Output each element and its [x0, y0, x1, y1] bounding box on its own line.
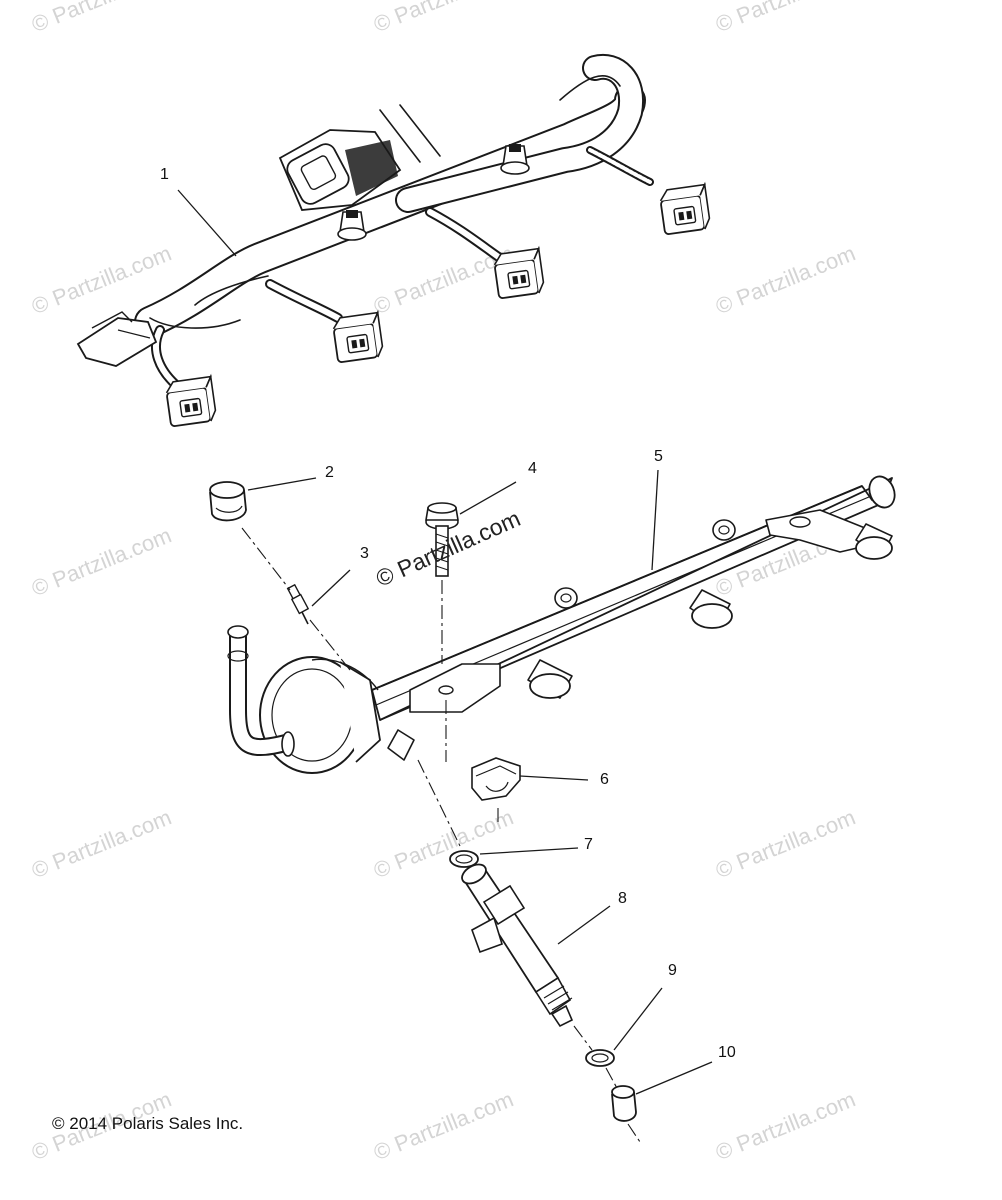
cap	[209, 481, 247, 522]
callout-6: 6	[600, 771, 609, 788]
callout-7: 7	[584, 836, 593, 853]
harness-clip	[500, 143, 530, 175]
fuel-injector	[461, 863, 574, 1028]
harness-end-connector	[76, 311, 158, 367]
injector-plug	[658, 183, 712, 236]
valve	[286, 583, 310, 625]
harness-clip	[337, 209, 367, 241]
callout-5: 5	[654, 448, 663, 465]
callout-9: 9	[668, 962, 677, 979]
o-ring-lower	[585, 1049, 615, 1067]
fuel-rail	[227, 475, 896, 774]
wiring-harness	[134, 53, 654, 389]
callout-2: 2	[325, 464, 334, 481]
callout-10: 10	[718, 1044, 736, 1061]
seal	[611, 1085, 637, 1122]
callout-8: 8	[618, 890, 627, 907]
assembly-center-lines	[241, 527, 641, 1143]
injector-plug	[492, 247, 546, 300]
o-ring-upper	[449, 850, 479, 868]
retaining-clip	[471, 757, 521, 801]
callout-4: 4	[528, 460, 537, 477]
bolt	[425, 502, 459, 577]
copyright-notice: © 2014 Polaris Sales Inc.	[52, 1114, 244, 1133]
harness-main-connector	[278, 129, 402, 211]
callout-1: 1	[160, 166, 169, 183]
callout-3: 3	[360, 545, 369, 562]
injector-plug	[331, 311, 385, 364]
injector-plug	[164, 375, 218, 428]
leader-lines	[177, 189, 713, 1095]
